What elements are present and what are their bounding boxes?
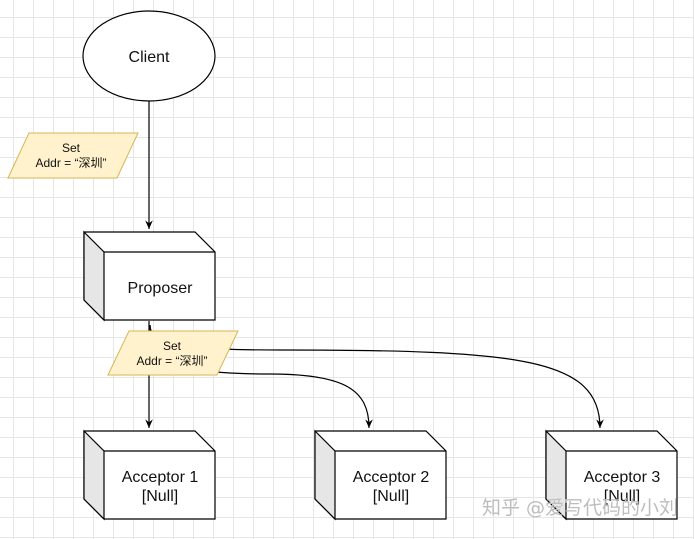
acceptor-3-label: Acceptor 3 [584,469,661,486]
acceptor-2-value: [Null] [373,488,409,505]
set-addr-note-2: Set Addr = “深圳” [107,330,239,376]
note-2-line2: Addr = “深圳” [136,354,207,368]
set-addr-note-1: Set Addr = “深圳” [7,132,139,179]
acceptor-3-value: [Null] [604,488,640,505]
proposer-node: Proposer [83,230,216,322]
acceptor-2-node: Acceptor 2 [Null] [314,429,447,521]
client-label: Client [129,49,170,66]
note-2-line1: Set [163,339,182,353]
acceptor-1-label: Acceptor 1 [122,469,199,486]
note-1-line2: Addr = “深圳” [35,156,106,170]
acceptor-1-value: [Null] [142,488,178,505]
note-1-line1: Set [62,141,81,155]
client-node: Client [82,10,216,102]
acceptor-1-node: Acceptor 1 [Null] [83,429,216,521]
proposer-label: Proposer [128,280,194,297]
acceptor-3-node: Acceptor 3 [Null] [545,429,678,521]
acceptor-2-label: Acceptor 2 [353,469,430,486]
watermark: 知乎 @爱写代码的小刘 [482,497,678,519]
